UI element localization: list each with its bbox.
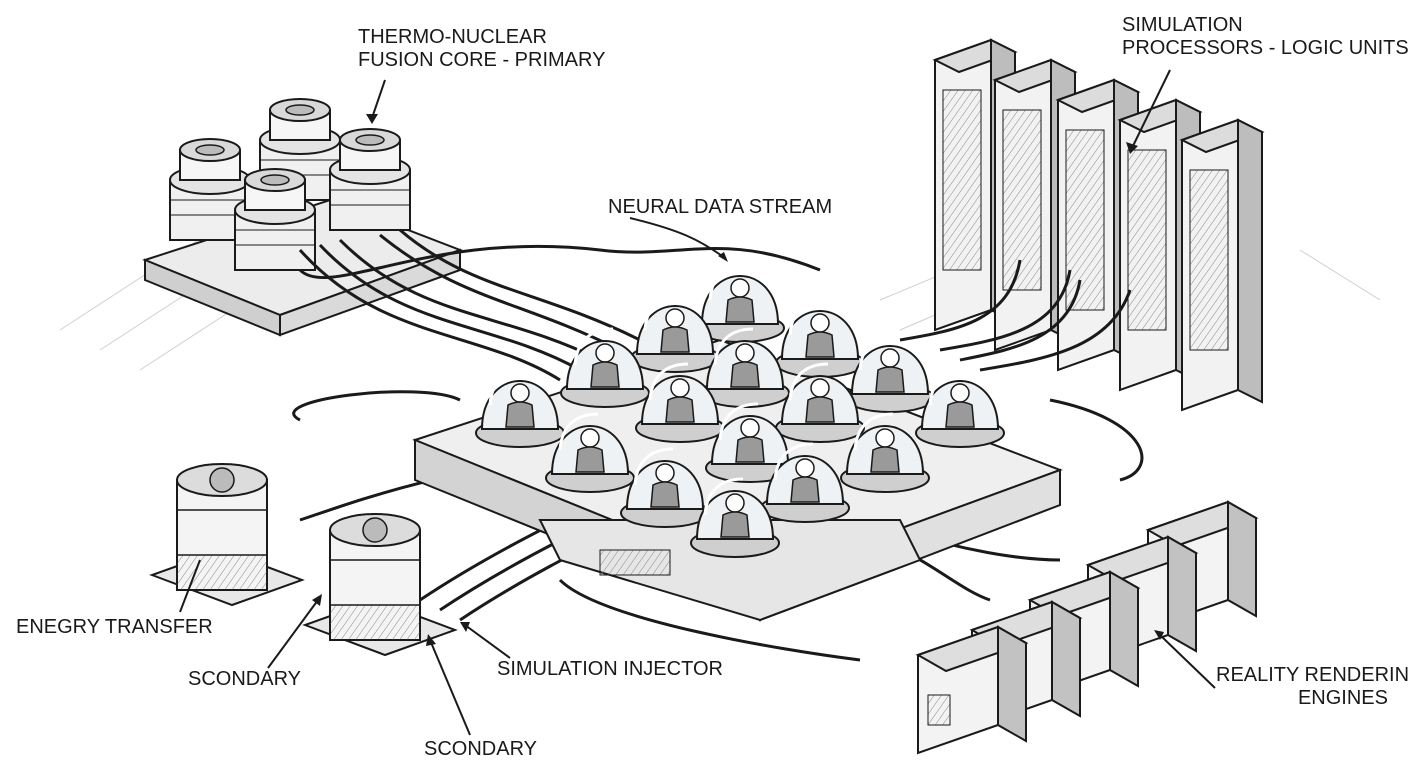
- label-processors-line1: SIMULATION: [1122, 14, 1243, 36]
- label-rendering: REALITY RENDERING ENGINES: [1216, 664, 1408, 710]
- label-fusion-core-line1: THERMO-NUCLEAR: [358, 26, 547, 48]
- label-fusion-core-line2: FUSION CORE - PRIMARY: [358, 49, 606, 71]
- label-processors-line2: PROCESSORS - LOGIC UNITS: [1122, 37, 1408, 59]
- label-secondary-b: SCONDARY: [424, 738, 537, 760]
- fusion-reactor-icon: [142, 98, 463, 337]
- label-processors: SIMULATION PROCESSORS - LOGIC UNITS: [1122, 14, 1408, 60]
- label-rendering-line1: REALITY RENDERING: [1216, 664, 1408, 686]
- callout-arrows: [179, 69, 1216, 736]
- label-fusion-core: THERMO-NUCLEAR FUSION CORE - PRIMARY: [358, 26, 605, 72]
- label-injector: SIMULATION INJECTOR: [497, 658, 723, 680]
- label-secondary-a: SCONDARY: [188, 668, 301, 690]
- label-rendering-line2: ENGINES: [1297, 687, 1388, 709]
- label-neural-stream: NEURAL DATA STREAM: [608, 196, 833, 218]
- label-energy-transfer: ENEGRY TRANSFER: [16, 616, 213, 638]
